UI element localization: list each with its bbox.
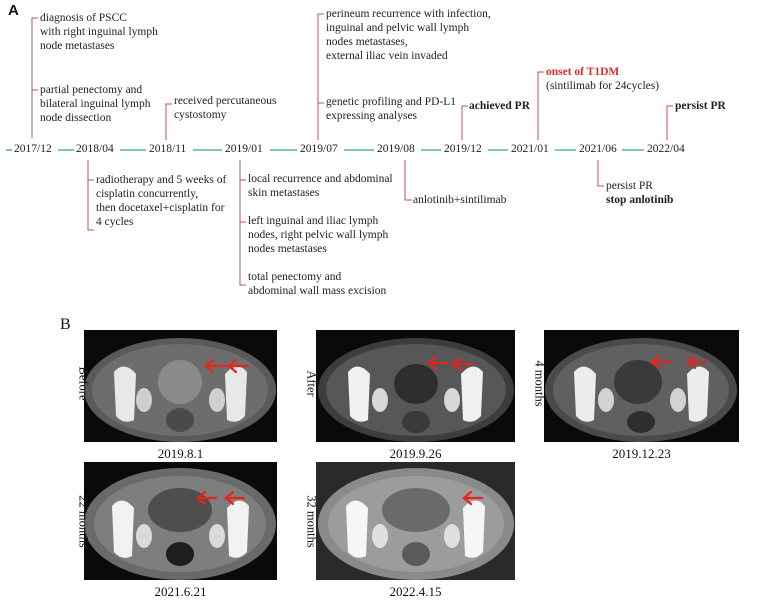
scan-date-caption: 2022.4.15 (389, 584, 442, 599)
arrow-icon (650, 354, 672, 370)
arrow-icon (204, 358, 228, 374)
arrow-icon (227, 358, 249, 374)
ct-scan-32-months (316, 462, 515, 580)
timeline-date: 2022/04 (647, 143, 685, 155)
arrow-icon (462, 490, 484, 506)
arrow-icon (451, 356, 474, 372)
event-2019-01-metastases: left inguinal and iliac lymph nodes, rig… (248, 215, 389, 255)
scan-side-label: Before (76, 366, 91, 401)
event-2019-01-surgery: total penectomy and abdominal wall mass … (248, 271, 387, 297)
connector-2021-01 (537, 71, 544, 140)
ct-scan-4-months (544, 330, 739, 442)
event-2022-04: persist PR (675, 100, 726, 112)
arrow-icon (196, 490, 218, 506)
timeline-date: 2021/01 (511, 143, 549, 155)
connector-2018-11 (165, 103, 172, 140)
connector-2017 (31, 17, 38, 138)
event-2019-01-recurrence: local recurrence and abdominal skin meta… (248, 173, 393, 199)
event-2017-diagnosis: diagnosis of PSCC with right inguinal ly… (40, 12, 158, 52)
scan-date-caption: 2019.9.26 (389, 446, 442, 461)
scan-date-caption: 2021.6.21 (154, 584, 207, 599)
event-2019-12: achieved PR (469, 100, 531, 112)
event-2018-11: received percutaneous cystostomy (174, 95, 277, 121)
event-2019-07-recurrence: perineum recurrence with infection, ingu… (326, 8, 491, 62)
timeline-date: 2021/06 (579, 143, 617, 155)
timeline-date: 2018/04 (76, 143, 114, 155)
event-2021-01-sub: (sintilimab for 24cycles) (546, 80, 660, 92)
scan-side-label: 32 months (304, 495, 319, 548)
connector-2022-04 (666, 105, 673, 140)
scan-side-label: After (304, 370, 319, 397)
scan-side-label: 4 months (532, 360, 547, 407)
connector-2019-12 (461, 105, 468, 140)
timeline-date: 2019/12 (444, 143, 482, 155)
arrow-icon (686, 354, 708, 370)
connector-2019-01 (239, 160, 246, 286)
panel-a-label: A (8, 2, 19, 19)
connector-2021-06 (597, 160, 604, 187)
ct-scan-before (84, 330, 277, 442)
timeline-date: 2019/01 (225, 143, 263, 155)
event-2019-08: anlotinib+sintilimab (413, 194, 507, 206)
scan-date-caption: 2019.8.1 (157, 446, 204, 461)
panel-b-label: B (60, 316, 71, 333)
event-2018-04: radiotherapy and 5 weeks of cisplatin co… (96, 174, 227, 228)
event-2017-surgery: partial penectomy and bilateral inguinal… (40, 84, 151, 124)
event-2021-06-pr: persist PR (606, 180, 653, 192)
timeline-date: 2017/12 (14, 143, 52, 155)
connector-2019-07 (317, 13, 324, 140)
timeline-date: 2019/07 (300, 143, 338, 155)
event-2019-07-profiling: genetic profiling and PD-L1 expressing a… (326, 96, 456, 122)
event-2021-06-stop: stop anlotinib (606, 194, 674, 206)
arrow-icon (224, 490, 246, 506)
timeline-date: 2018/11 (149, 143, 187, 155)
event-2021-01-title: onset of T1DM (546, 66, 620, 78)
connector-2018-04 (87, 160, 94, 231)
arrow-icon (427, 355, 450, 371)
scan-side-label: 22 months (76, 495, 91, 548)
connector-2019-08 (404, 160, 412, 201)
timeline-connectors (6, 13, 673, 286)
scan-date-caption: 2019.12.23 (612, 446, 671, 461)
timeline-date: 2019/08 (377, 143, 415, 155)
